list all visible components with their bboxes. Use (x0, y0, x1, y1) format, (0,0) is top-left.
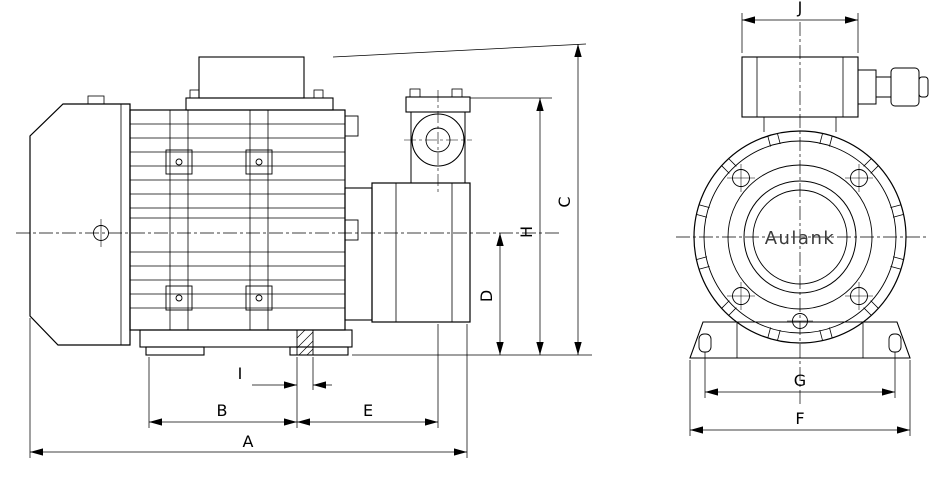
foot-slot-right (888, 333, 902, 353)
slot-hatching (296, 329, 314, 356)
dimension-B (148, 357, 298, 428)
dimension-C (332, 43, 587, 355)
dimension-A (29, 318, 468, 458)
cooling-fins (130, 123, 345, 309)
mounting-base-side (139, 329, 353, 356)
dimension-label-i: I (238, 364, 243, 383)
dimension-I (252, 357, 332, 390)
motor-frame (129, 109, 359, 331)
flange-rib-ticks (696, 133, 904, 341)
front-view-dimensions (689, 13, 911, 436)
dimension-F (689, 360, 911, 436)
flange-bolt-holes (727, 164, 873, 310)
terminal-box-side (185, 56, 334, 111)
frame-bosses (165, 149, 273, 311)
dimension-label-j: J (797, 0, 803, 17)
mounting-base-front (689, 313, 911, 359)
foot-slot-left (698, 333, 712, 353)
dimension-label-d: D (477, 290, 496, 302)
pump-head (344, 88, 472, 323)
dimension-label-f: F (795, 409, 804, 428)
cable-gland (857, 67, 929, 107)
dimension-label-h: H (517, 226, 536, 238)
front-view: Aulank (676, 22, 929, 404)
dimension-E (297, 324, 439, 428)
dimension-H (470, 97, 552, 355)
dimension-label-a: A (243, 432, 254, 451)
fan-cover (29, 95, 131, 346)
dimension-labels: A B E I D H C J G F (217, 0, 807, 451)
terminal-studs (344, 115, 359, 241)
brand-text: Aulank (765, 228, 836, 249)
pump-casing-circles (693, 130, 907, 344)
side-view-dimensions (29, 43, 592, 458)
dimension-G (704, 352, 896, 398)
dimension-label-b: B (217, 401, 228, 420)
dimension-J (741, 13, 859, 53)
dimension-label-g: G (794, 371, 806, 390)
side-view (16, 56, 562, 356)
dimension-label-c: C (555, 196, 574, 207)
tie-rod-columns (169, 110, 269, 330)
dimension-label-e: E (363, 401, 373, 420)
